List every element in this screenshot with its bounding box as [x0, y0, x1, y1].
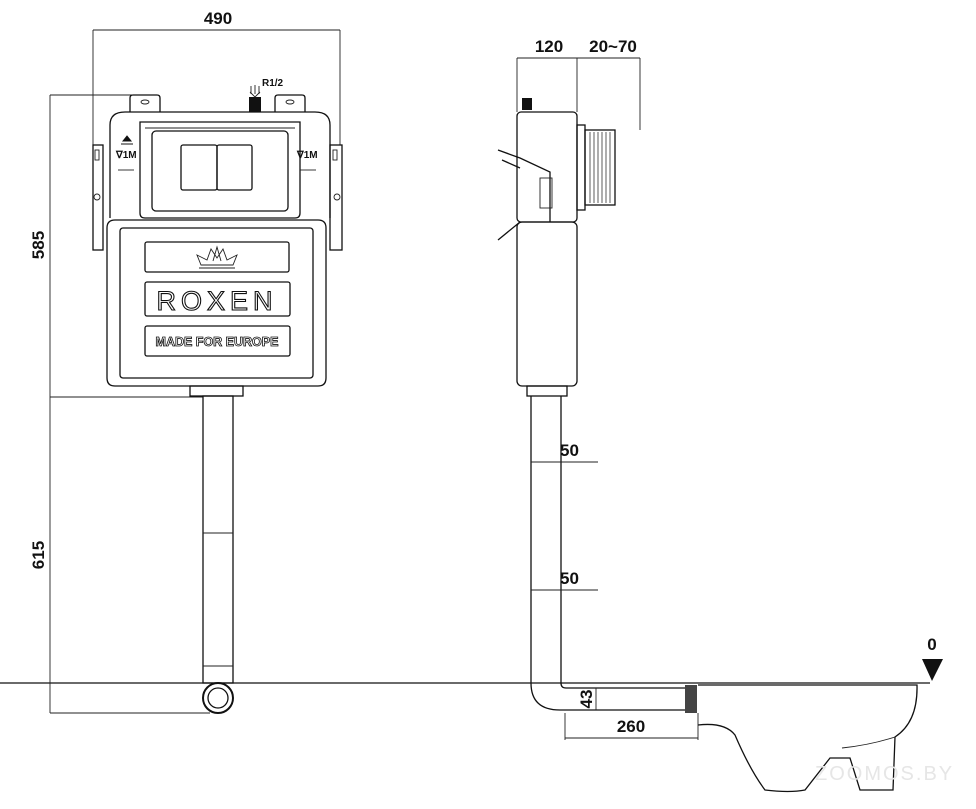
floor-level-label: 0	[927, 635, 936, 654]
pipe-segment-1-dimension: 50	[560, 441, 579, 460]
inlet-label: R1/2	[262, 78, 284, 89]
adjust-dimension: 20~70	[589, 37, 637, 56]
brand-name: ROXEN	[156, 286, 277, 316]
inlet-arrow-icon	[249, 85, 261, 98]
level-mark-right: ∇1M	[296, 150, 318, 161]
width-dimension: 490	[204, 9, 232, 28]
cistern-tank	[106, 219, 327, 387]
cistern-side	[516, 221, 578, 387]
flush-button-small	[180, 144, 218, 191]
tagline: MADE FOR EUROPE	[156, 335, 279, 349]
outlet-length-dimension: 260	[617, 717, 645, 736]
crown-logo-icon	[196, 245, 238, 269]
flush-button-large	[216, 144, 253, 191]
watermark: ZOOMOS.BY	[815, 763, 954, 785]
toilet-bowl	[697, 684, 918, 793]
side-view: 120 20~70 50 50 43 260 0	[497, 37, 943, 793]
level-triangle-icon	[922, 659, 943, 681]
pipe-segment-2-dimension: 50	[560, 569, 579, 588]
lower-height-dimension: 615	[29, 541, 48, 569]
outlet-height-dimension: 43	[577, 690, 596, 709]
level-mark-left: ∇1M	[115, 150, 137, 161]
upper-height-dimension: 585	[29, 231, 48, 259]
water-inlet	[249, 97, 261, 112]
front-view: 490 585 615 R1/2 ∇1M ∇1M	[29, 9, 343, 714]
drain-pipe	[202, 395, 234, 684]
side-drain-pipe	[530, 396, 685, 711]
depth-dimension: 120	[535, 37, 563, 56]
flush-plate	[151, 130, 289, 212]
